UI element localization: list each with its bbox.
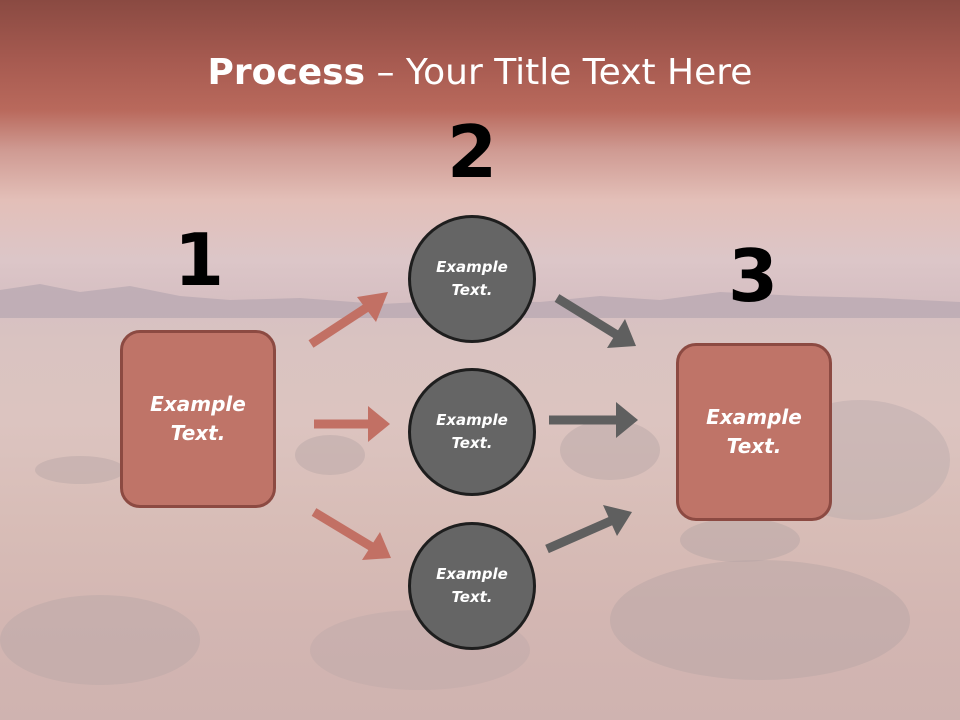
step-2-circle-bottom: Example Text. [408,522,536,650]
step-1-box-text: Example Text. [150,392,246,445]
arrow-1-up [308,292,388,348]
step-number-3: 3 [727,234,779,318]
step-3-box: Example Text. [676,343,832,521]
step-number-2: 2 [446,110,498,194]
slide-title-bold: Process [207,52,366,93]
arrow-1-down [311,508,391,560]
step-2-circle-bottom-text: Example Text. [436,565,508,606]
step-2-circle-top: Example Text. [408,215,536,343]
step-2-circle-top-text: Example Text. [436,258,508,299]
step-3-box-text: Example Text. [706,405,802,458]
slide-title-rest: – Your Title Text Here [365,52,753,93]
arrow-2-middle [549,402,638,438]
arrow-1-middle [314,406,390,442]
slide-title: Process – Your Title Text Here [0,52,960,93]
step-2-circle-middle-text: Example Text. [436,411,508,452]
step-2-circle-middle: Example Text. [408,368,536,496]
step-1-box: Example Text. [120,330,276,508]
step-number-1: 1 [173,218,225,302]
arrow-2-down [554,294,636,348]
arrow-2-up [545,505,632,554]
